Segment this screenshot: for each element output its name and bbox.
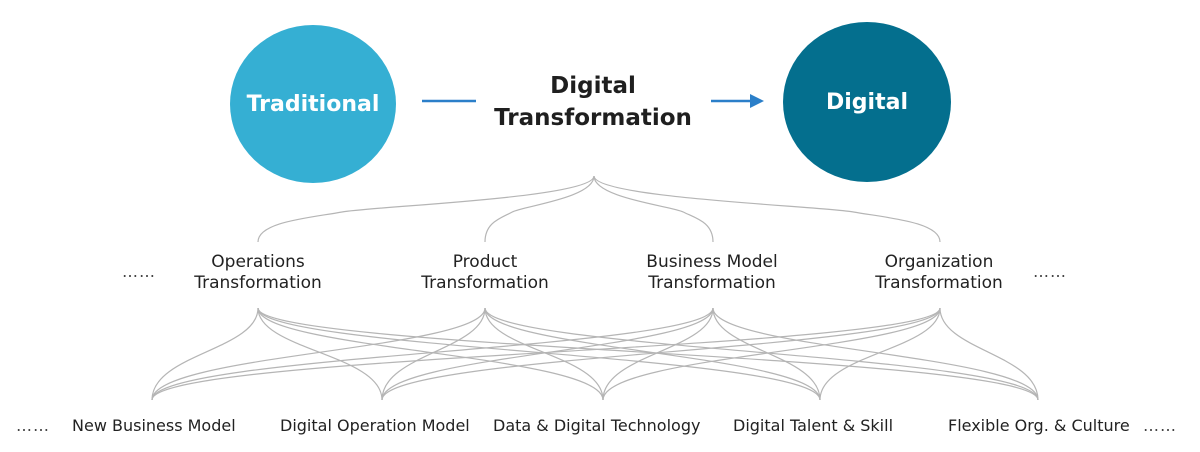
business-model-transformation: Business Model Transformation (612, 252, 812, 294)
ellipsis-bottom-right: …… (1143, 416, 1177, 435)
mesh-curve-0-4 (257, 307, 1039, 401)
mesh-curve-1-2 (484, 307, 604, 401)
digital-label: Digital (826, 89, 908, 115)
transformation-line-2: Transformation (648, 273, 776, 293)
transformation-line-1: Product (452, 252, 518, 272)
top-brace (257, 175, 941, 243)
transformation-line-2: Transformation (194, 273, 322, 293)
traditional-circle: Traditional (230, 25, 396, 183)
mesh-curve-2-4 (712, 307, 1039, 401)
ellipsis-right: …… (1033, 262, 1067, 281)
mesh-curve-0-0 (151, 307, 259, 401)
flow-arrow-head (750, 94, 764, 108)
mesh-curve-2-2 (602, 307, 714, 401)
transformation-line-2: Transformation (875, 273, 1003, 293)
enabler-flexible-org-culture: Flexible Org. & Culture (948, 416, 1130, 435)
transformation-line-1: Business Model (646, 252, 778, 272)
enabler-digital-operation-model: Digital Operation Model (280, 416, 470, 435)
digital-circle: Digital (783, 22, 951, 182)
product-transformation: Product Transformation (385, 252, 585, 294)
mesh-curve-0-1 (257, 307, 383, 401)
brace-curve-2 (593, 175, 714, 243)
mesh-curve-1-0 (151, 307, 486, 401)
ellipsis-bottom-left: …… (16, 416, 50, 435)
mesh-curve-1-3 (484, 307, 821, 401)
mesh-curve-3-0 (151, 307, 941, 401)
enabler-new-business-model: New Business Model (72, 416, 236, 435)
organization-transformation: Organization Transformation (839, 252, 1039, 294)
enabler-digital-talent-skill: Digital Talent & Skill (733, 416, 894, 435)
traditional-label: Traditional (246, 91, 380, 117)
brace-curve-0 (257, 175, 595, 243)
title-line-1: Digital (550, 73, 636, 99)
brace-curve-3 (593, 175, 941, 243)
mesh-curve-3-3 (819, 307, 941, 401)
transformation-line-1: Organization (884, 252, 994, 272)
connection-mesh (151, 307, 1039, 401)
transformation-line-1: Operations (211, 252, 305, 272)
ellipsis-left: …… (122, 262, 156, 281)
mesh-curve-2-0 (151, 307, 714, 401)
mesh-curve-3-1 (381, 307, 941, 401)
title-line-2: Transformation (494, 105, 692, 131)
brace-curve-1 (484, 175, 595, 243)
transformation-line-2: Transformation (421, 273, 549, 293)
enabler-data-digital-technology: Data & Digital Technology (493, 416, 701, 435)
mesh-curve-1-4 (484, 307, 1039, 401)
digital-transformation-title: Digital Transformation (470, 70, 716, 134)
mesh-curve-1-1 (381, 307, 486, 401)
operations-transformation: Operations Transformation (158, 252, 358, 294)
mesh-curve-2-3 (712, 307, 821, 401)
mesh-curve-3-2 (602, 307, 941, 401)
mesh-curve-3-4 (939, 307, 1039, 401)
